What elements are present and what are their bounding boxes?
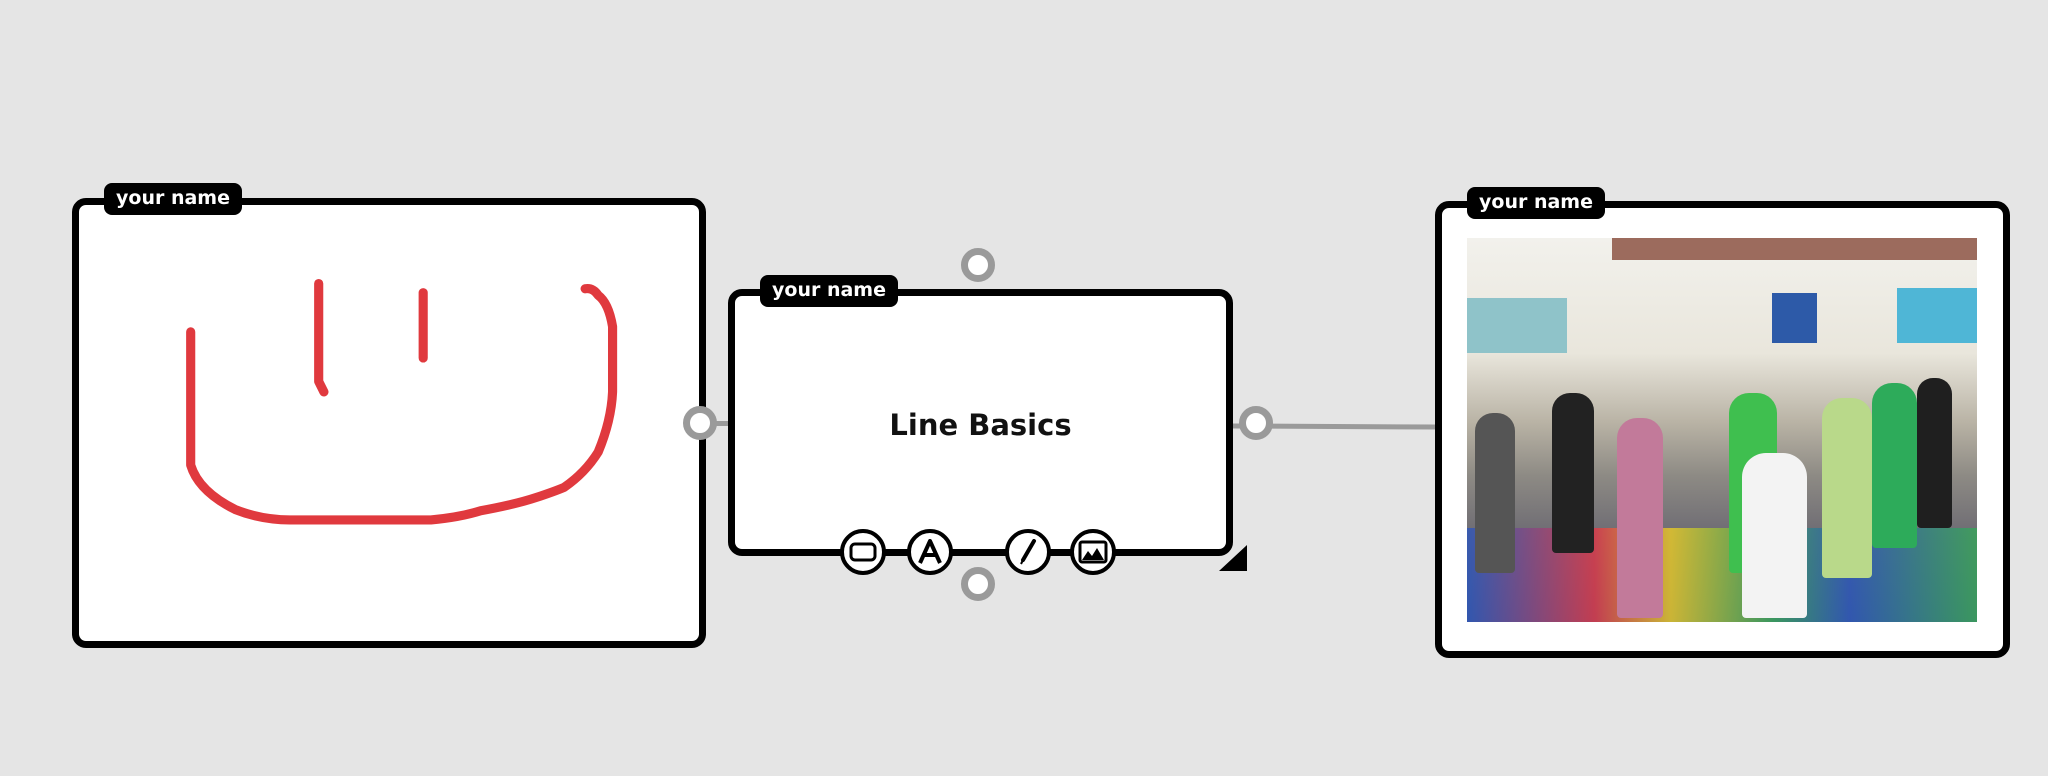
author-tag: your name <box>104 183 242 215</box>
image-tool-button[interactable] <box>1070 529 1116 575</box>
connector-handle-right[interactable] <box>1239 406 1273 440</box>
text-card[interactable]: Line Basics <box>728 289 1233 556</box>
pencil-tool-button[interactable] <box>1005 529 1051 575</box>
connector-line-left <box>705 421 730 426</box>
drawing-card[interactable] <box>72 198 706 648</box>
classroom-photo <box>1467 238 1977 622</box>
connector-handle-top[interactable] <box>961 248 995 282</box>
image-icon <box>1078 540 1108 564</box>
shape-tool-button[interactable] <box>840 529 886 575</box>
drawing-stroke-left-eye <box>314 278 329 397</box>
author-tag: your name <box>1467 187 1605 219</box>
drawing-stroke-mouth <box>186 283 618 525</box>
text-icon <box>918 539 942 564</box>
resize-handle-icon[interactable] <box>1219 545 1247 571</box>
author-tag: your name <box>760 275 898 307</box>
pencil-icon <box>1020 539 1036 565</box>
connector-handle-left[interactable] <box>683 406 717 440</box>
text-tool-button[interactable] <box>907 529 953 575</box>
connector-handle-bottom[interactable] <box>961 567 995 601</box>
card-title: Line Basics <box>889 408 1072 442</box>
shape-icon <box>849 542 877 562</box>
